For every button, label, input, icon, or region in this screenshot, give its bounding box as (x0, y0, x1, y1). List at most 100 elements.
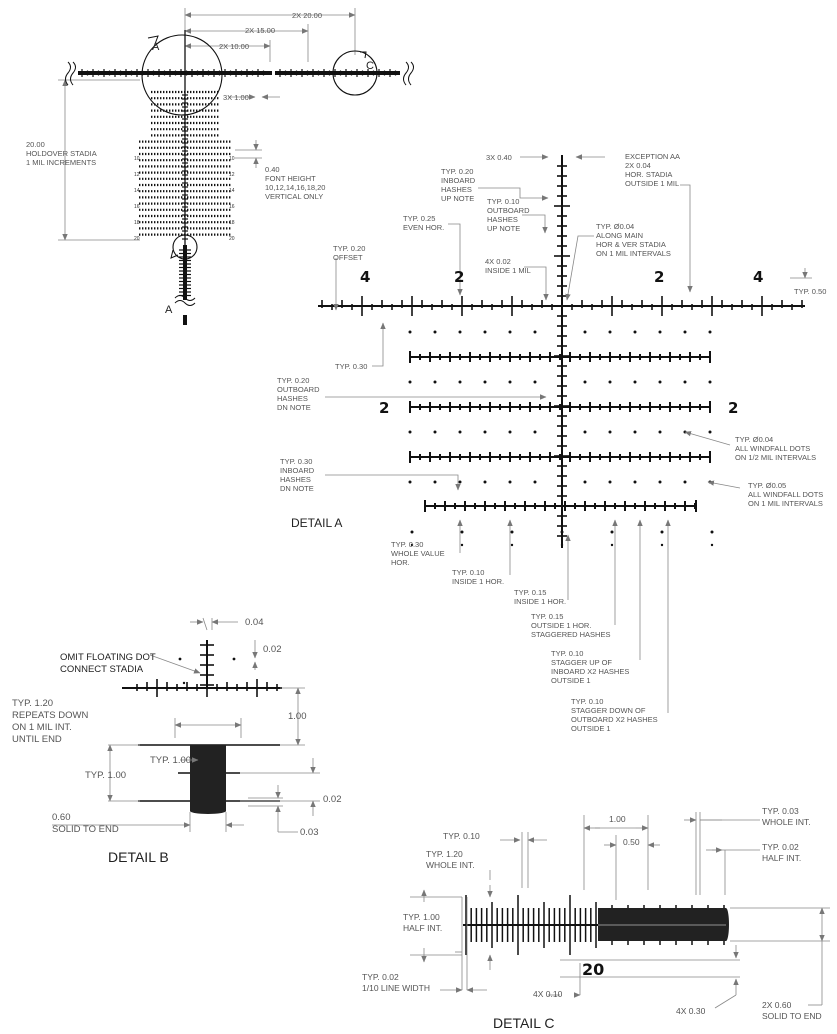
c-typ120: TYP. 1.20 (426, 849, 463, 859)
b-typ100b: TYP. 1.00 (85, 770, 126, 781)
note-stagger-down: TYP. 0.10 (571, 697, 603, 706)
c-typ003: TYP. 0.03 (762, 806, 799, 816)
note-whole-value-line: WHOLE VALUE (391, 549, 445, 558)
right-number: 20 (229, 236, 235, 242)
windfall-dot (560, 543, 564, 547)
b-dim-100: 1.00 (288, 711, 307, 722)
windfall-dot (433, 330, 437, 334)
windfall-dot (533, 480, 537, 484)
detail-b-title: DETAIL B (108, 849, 169, 865)
note-exception: EXCEPTION AA (625, 152, 680, 161)
b-typ120-line: ON 1 MIL INT. (12, 722, 72, 733)
font-height-dim: 0.40 (265, 165, 280, 174)
b-dim-004: 0.04 (245, 617, 264, 628)
right-number: 18 (229, 220, 235, 226)
note-stagger-up-line: OUTSIDE 1 (551, 676, 591, 685)
note-inside-mil: 4X 0.02 (485, 257, 511, 266)
note-stagger-up-line: INBOARD X2 HASHES (551, 667, 629, 676)
note-outboard-dn: TYP. 0.20 (277, 376, 309, 385)
note-exception-line: HOR. STADIA (625, 170, 672, 179)
windfall-dot (683, 380, 687, 384)
note-windfall-half-line: ALL WINDFALL DOTS (735, 444, 810, 453)
windfall-dot (658, 480, 662, 484)
windfall-dot (708, 330, 712, 334)
note-inboard-up-line: HASHES (441, 185, 472, 194)
note-outside-1hor-line: STAGGERED HASHES (531, 630, 610, 639)
holdover-label: HOLDOVER STADIA (26, 149, 97, 158)
note-stagger-up: TYP. 0.10 (551, 649, 583, 658)
note-stagger-down-line: STAGGER DOWN OF (571, 706, 646, 715)
windfall-dot (658, 330, 662, 334)
detail-c-marker: C (366, 60, 374, 72)
windfall-dot (408, 430, 412, 434)
windfall-dot (483, 380, 487, 384)
c-dim-050: 0.50 (623, 837, 640, 847)
note-outside-1hor: TYP. 0.15 (531, 612, 563, 621)
windfall-dot (408, 380, 412, 384)
b-solid: 0.60 (52, 812, 71, 823)
left-number: 18 (134, 220, 140, 226)
windfall-dot (458, 480, 462, 484)
numeral-2-left: 2 (454, 268, 464, 286)
note-inboard-dn-line: DN NOTE (280, 484, 314, 493)
c-typ003-line: WHOLE INT. (762, 817, 811, 827)
windfall-dot (508, 480, 512, 484)
detail-b-drawing (52, 617, 320, 833)
note-exception-line: 2X 0.04 (625, 161, 651, 170)
note-outboard-dn-line: DN NOTE (277, 403, 311, 412)
b-solid-line: SOLID TO END (52, 824, 119, 835)
windfall-dot (410, 543, 414, 547)
windfall-dot (508, 430, 512, 434)
windfall-dot (533, 430, 537, 434)
windfall-dot (483, 480, 487, 484)
note-exception-line: OUTSIDE 1 MIL (625, 179, 679, 188)
note-along-main: TYP. Ø0.04 (596, 222, 634, 231)
note-windfall-half: TYP. Ø0.04 (735, 435, 773, 444)
c-typ002h: TYP. 0.02 (762, 842, 799, 852)
windfall-dot (633, 380, 637, 384)
right-number: 12 (229, 172, 235, 178)
windfall-dot (633, 430, 637, 434)
note-inside-1hor-line: INSIDE 1 HOR. (452, 577, 504, 586)
right-number: 10 (229, 156, 235, 162)
c-x010: 4X 0.10 (533, 989, 563, 999)
numeral-2-mid-right: 2 (728, 399, 738, 417)
note-inboard-up: TYP. 0.20 (441, 167, 473, 176)
b-typ120-line: UNTIL END (12, 734, 62, 745)
c-solid: 2X 0.60 (762, 1000, 792, 1010)
c-numeral-20: 20 (582, 960, 604, 979)
b-dim-002b: 0.02 (323, 794, 342, 805)
windfall-dot (408, 330, 412, 334)
windfall-dot (510, 530, 514, 534)
windfall-dot (610, 543, 614, 547)
note-outboard-up-line: UP NOTE (487, 224, 520, 233)
windfall-dot (608, 430, 612, 434)
windfall-dot (483, 330, 487, 334)
windfall-dot (583, 330, 587, 334)
windfall-dot (710, 543, 714, 547)
note-inboard-dn: TYP. 0.30 (280, 457, 312, 466)
windfall-dot (510, 543, 514, 547)
windfall-dot (660, 543, 664, 547)
right-number: 16 (229, 204, 235, 210)
windfall-dot (458, 430, 462, 434)
overview-dimensions (58, 8, 356, 241)
windfall-dot (410, 530, 414, 534)
note-offset: TYP. 0.20 (333, 244, 365, 253)
font-height-values: 10,12,14,16,18,20 (265, 183, 325, 192)
note-whole-value-line: HOR. (391, 558, 410, 567)
note-windfall-one-line: ALL WINDFALL DOTS (748, 490, 823, 499)
holdover-increment: 1 MIL INCREMENTS (26, 158, 96, 167)
left-number: 20 (134, 236, 140, 242)
windfall-dot (608, 330, 612, 334)
b-dim-002a: 0.02 (263, 644, 282, 655)
note-offset-line: OFFSET (333, 253, 363, 262)
c-typ100-line: HALF INT. (403, 923, 442, 933)
detail-a-drawing (318, 154, 812, 713)
windfall-dot (633, 480, 637, 484)
windfall-dot (508, 380, 512, 384)
windfall-dot (683, 480, 687, 484)
numeral-2-right: 2 (654, 268, 664, 286)
note-even-hor: TYP. 0.25 (403, 214, 435, 223)
